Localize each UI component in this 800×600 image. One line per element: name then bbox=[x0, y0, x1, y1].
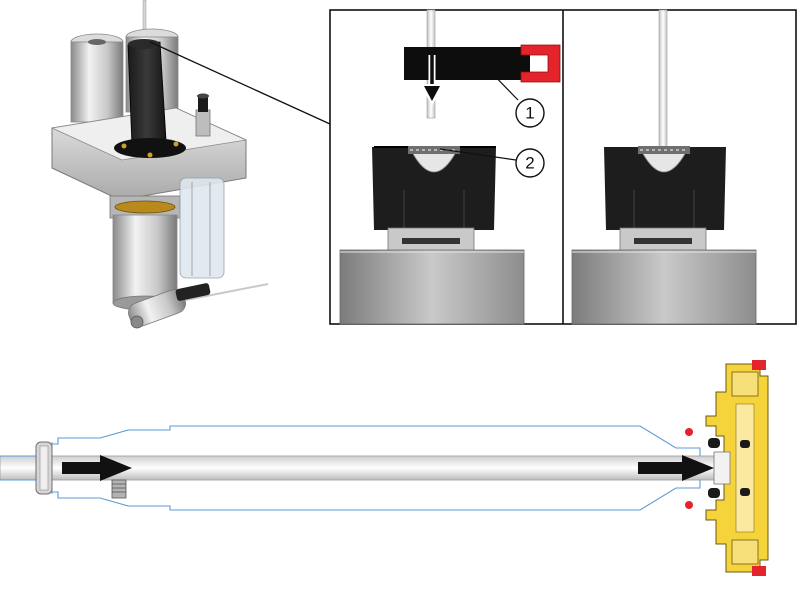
magnify-leader-line bbox=[149, 41, 331, 125]
flow-arrow-icon bbox=[638, 455, 714, 481]
callout-2-label: 2 bbox=[525, 154, 534, 173]
detail-inset: 1 2 bbox=[329, 9, 797, 325]
callout-1-label: 1 bbox=[525, 104, 534, 123]
detail-panel-left bbox=[339, 9, 561, 325]
down-arrow-icon bbox=[420, 55, 444, 106]
seat-fitting bbox=[685, 360, 769, 576]
callout-1: 1 bbox=[481, 62, 545, 128]
callout-2: 2 bbox=[439, 148, 545, 178]
capillary-cross-section bbox=[0, 360, 769, 576]
threaded-fitting bbox=[111, 479, 127, 499]
flow-arrow-icon bbox=[62, 455, 132, 481]
valve-assembly-render bbox=[50, 0, 269, 329]
detail-panel-right bbox=[571, 9, 757, 325]
